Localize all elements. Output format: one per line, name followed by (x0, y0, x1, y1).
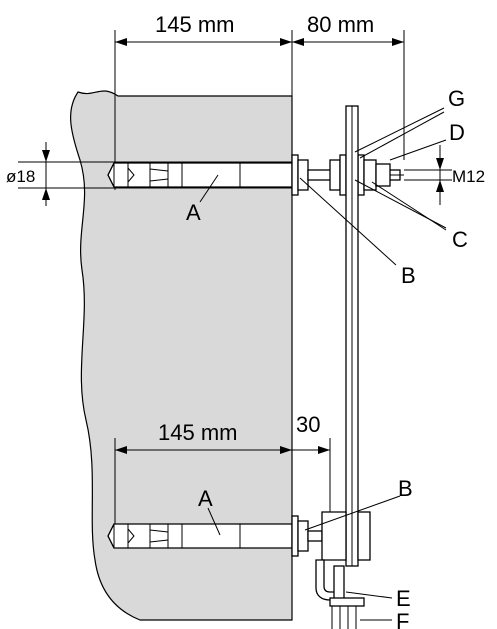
bottom-offset-text: 30 (296, 412, 320, 437)
top-depth-text: 145 mm (155, 12, 234, 37)
diameter-text: ø18 (6, 167, 35, 186)
label-g: G (448, 86, 465, 111)
wall-section (70, 90, 293, 621)
label-b-top: B (401, 263, 416, 288)
label-d: D (449, 120, 465, 145)
label-a-top: A (186, 200, 201, 225)
thread-dimension (404, 145, 452, 205)
label-c: C (452, 227, 468, 252)
mounting-rail (345, 105, 359, 567)
bottom-depth-text: 145 mm (158, 420, 237, 445)
diameter-dimension (42, 142, 50, 206)
label-a-bottom: A (198, 486, 213, 511)
bottom-dimension-lines (114, 438, 331, 535)
leader-lines (199, 107, 447, 599)
label-b-bottom: B (398, 476, 413, 501)
thread-text: M12 (452, 167, 485, 186)
bottom-anchor (107, 511, 392, 629)
label-e: E (396, 586, 411, 611)
top-dimension-lines (114, 30, 405, 190)
top-offset-text: 80 mm (307, 12, 374, 37)
label-f: F (396, 609, 409, 629)
